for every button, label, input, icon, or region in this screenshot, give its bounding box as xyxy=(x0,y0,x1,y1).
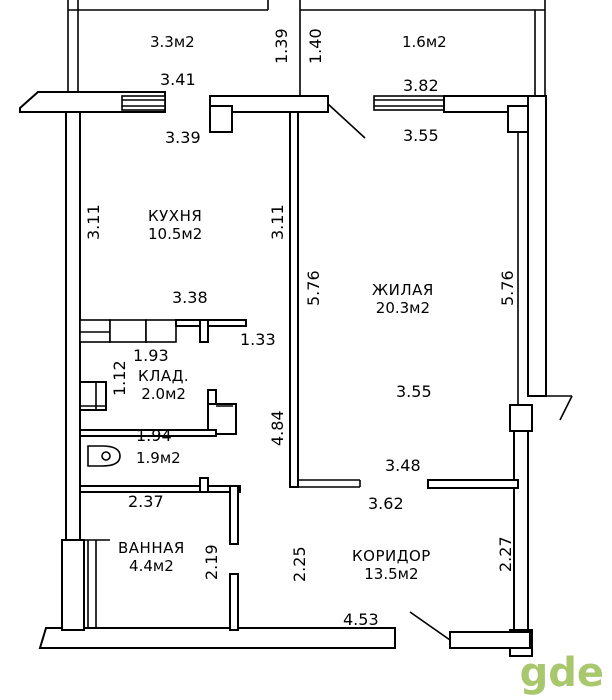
dim-1-33: 1.33 xyxy=(240,330,276,349)
dim-1-40: 1.40 xyxy=(306,28,325,64)
room-toilet: 1.9м2 xyxy=(136,448,181,466)
dim-3-41: 3.41 xyxy=(160,70,196,89)
dim-5-76-right: 5.76 xyxy=(498,270,517,306)
balcony-left-outline xyxy=(67,0,269,95)
outer-walls xyxy=(19,91,573,657)
room-corridor-name: КОРИДОР xyxy=(352,547,431,565)
room-storage: КЛАД. 2.0м2 xyxy=(138,368,189,402)
room-living-area: 20.3м2 xyxy=(375,299,431,317)
room-storage-name: КЛАД. xyxy=(138,367,190,385)
watermark-logo: gde xyxy=(519,650,604,696)
dim-3-11-left: 3.11 xyxy=(84,204,103,240)
dim-2-19: 2.19 xyxy=(202,544,221,580)
dim-3-38: 3.38 xyxy=(172,288,208,307)
room-kitchen: КУХНЯ 10.5м2 xyxy=(148,208,202,242)
dim-4-53: 4.53 xyxy=(343,610,379,629)
dim-3-62: 3.62 xyxy=(368,494,404,513)
room-living-name: ЖИЛАЯ xyxy=(372,281,434,299)
room-storage-area: 2.0м2 xyxy=(141,385,186,403)
room-kitchen-area: 10.5м2 xyxy=(148,225,203,243)
room-corridor: КОРИДОР 13.5м2 xyxy=(352,548,431,582)
balcony-right-area: 1.6м2 xyxy=(402,33,447,51)
room-living: ЖИЛАЯ 20.3м2 xyxy=(372,282,434,316)
room-toilet-area: 1.9м2 xyxy=(136,449,181,467)
interior-walls xyxy=(79,111,519,631)
room-bath: ВАННАЯ 4.4м2 xyxy=(118,540,185,574)
dim-2-25: 2.25 xyxy=(290,546,309,582)
dim-3-55-mid: 3.55 xyxy=(396,382,432,401)
dim-3-82: 3.82 xyxy=(403,76,439,95)
room-kitchen-name: КУХНЯ xyxy=(148,207,203,225)
dim-3-39: 3.39 xyxy=(165,128,201,147)
dim-1-12: 1.12 xyxy=(110,360,129,396)
dim-3-55-top: 3.55 xyxy=(403,126,439,145)
balcony-left-area: 3.3м2 xyxy=(150,33,195,51)
balcony-right-outline xyxy=(299,0,546,95)
dim-3-11-mid: 3.11 xyxy=(268,204,287,240)
room-bath-name: ВАННАЯ xyxy=(118,539,185,557)
dim-1-93: 1.93 xyxy=(133,346,169,365)
dim-2-27: 2.27 xyxy=(496,536,515,572)
dim-1-94: 1.94 xyxy=(136,426,172,445)
dim-4-84: 4.84 xyxy=(268,410,287,446)
dim-2-37: 2.37 xyxy=(128,492,164,511)
room-bath-area: 4.4м2 xyxy=(129,557,174,575)
dim-3-48: 3.48 xyxy=(385,456,421,475)
room-corridor-area: 13.5м2 xyxy=(364,565,419,583)
dim-5-76-left: 5.76 xyxy=(304,270,323,306)
dim-1-39: 1.39 xyxy=(272,28,291,64)
